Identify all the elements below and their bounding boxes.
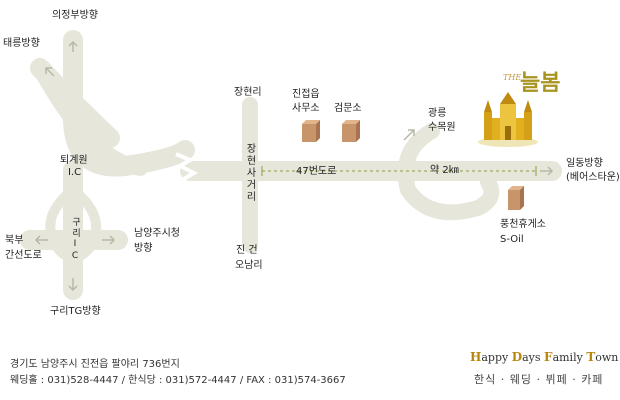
- footer-services: 한식 · 웨딩 · 뷔페 · 카페: [474, 373, 604, 386]
- arrow-left-icon: [34, 235, 48, 245]
- label-uijeongbu: 의정부방향: [52, 10, 98, 21]
- label-pungcheon-2: S-Oil: [500, 234, 524, 245]
- footer-phone: 웨딩홀 : 031)528-4447 / 한식당 : 031)572-4447 …: [10, 375, 346, 386]
- label-bukbu-1: 북부: [5, 235, 24, 246]
- brand-own: own: [595, 351, 619, 364]
- label-geommunso: 검문소: [334, 103, 362, 114]
- castle-icon: [478, 92, 538, 147]
- label-toegyewon: 퇴계원: [60, 155, 88, 166]
- arrow-right-icon: [102, 235, 116, 245]
- brand-t: T: [586, 350, 596, 364]
- label-route47: 47번도로: [296, 166, 337, 177]
- label-jingeon: 진 건: [236, 245, 258, 256]
- label-guri-tg: 구리TG방향: [50, 306, 101, 317]
- label-jinjeop-2: 사무소: [292, 103, 320, 114]
- label-distance: 약 2㎞: [430, 165, 459, 176]
- brand-h: H: [470, 350, 482, 364]
- label-ildong-1: 일동방향: [566, 158, 603, 169]
- label-gwangneung-1: 광릉: [428, 108, 447, 119]
- label-bukbu-2: 간선도로: [5, 250, 42, 261]
- label-pungcheon-1: 풍천휴게소: [500, 219, 546, 230]
- brand-d: D: [511, 350, 523, 364]
- label-jinjeop-1: 진접읍: [292, 89, 320, 100]
- brand-appy: appy: [481, 351, 512, 364]
- road-guri-loop: [45, 185, 102, 263]
- neulbom-logo: THE 늘봄: [503, 70, 560, 96]
- brand-ays: ays: [522, 351, 545, 364]
- footer-brand: Happy Days Family Town: [470, 350, 618, 364]
- arrow-upleft-icon: [45, 67, 55, 77]
- label-namyangju-1: 남양주시청: [134, 228, 180, 239]
- logo-the-text: THE: [503, 73, 521, 82]
- brand-amily: amily: [552, 351, 587, 364]
- road-break-zigzag: [175, 152, 199, 189]
- label-toegyewon-ic: I.C: [68, 167, 82, 178]
- arrow-down-icon: [68, 278, 78, 292]
- label-janghyeon-sageori: 장현사거리: [244, 143, 255, 203]
- logo-name-text: 늘봄: [520, 70, 560, 96]
- label-taereung: 태릉방향: [3, 38, 40, 49]
- building-gas-station-icon: [508, 186, 524, 210]
- label-namyangju-2: 방향: [134, 243, 153, 254]
- label-guri-ic: 구리IC: [70, 217, 80, 263]
- label-ildong-2: (베어스타운): [566, 172, 620, 183]
- arrow-up-icon: [68, 40, 78, 52]
- road-gwangneung-loop: [397, 123, 500, 221]
- label-janghyeon-ri: 장현리: [234, 87, 262, 98]
- building-checkpoint-icon: [342, 120, 360, 142]
- road-network: [20, 30, 562, 300]
- footer-address: 경기도 남양주시 진전읍 팔야리 736번지: [10, 359, 180, 370]
- direction-arrows: [34, 40, 554, 292]
- arrow-upright-icon: [403, 129, 415, 141]
- label-gwangneung-2: 수목원: [428, 122, 456, 133]
- road-interchange-loop-2: [32, 60, 148, 176]
- arrow-right-end-icon: [540, 166, 554, 176]
- label-onam-ri: 오남리: [235, 260, 263, 271]
- brand-f: F: [544, 350, 553, 364]
- building-jinjeop-icon: [302, 120, 320, 142]
